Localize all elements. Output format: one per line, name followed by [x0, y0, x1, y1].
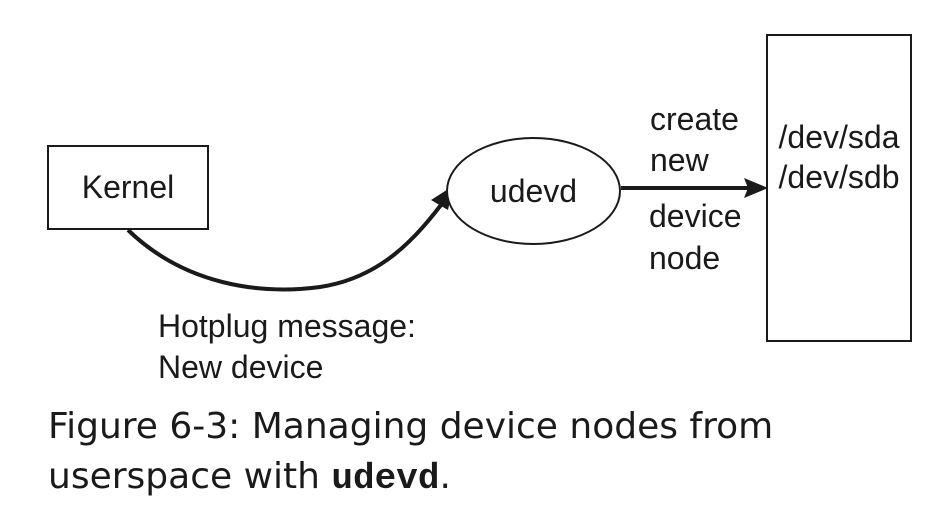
udevd-node: udevd — [446, 137, 621, 245]
edge-label-create: create — [650, 101, 739, 137]
dev-nodes-box: /dev/sda /dev/sdb — [766, 34, 912, 342]
caption-suffix: . — [439, 456, 451, 497]
create-node-arrowhead — [744, 178, 768, 198]
figure-caption: Figure 6-3: Managing device nodes from u… — [48, 402, 773, 504]
caption-code: udevd — [331, 458, 440, 499]
kernel-box: Kernel — [47, 145, 209, 230]
edge-label-new: new — [650, 142, 709, 178]
edge-label-node: node — [649, 240, 721, 276]
caption-line2-text: userspace with — [48, 456, 332, 497]
diagram-connectors — [126, 178, 768, 292]
caption-line1: Figure 6-3: Managing device nodes from — [48, 406, 774, 447]
dev-node-sda: /dev/sda — [778, 119, 900, 155]
hotplug-label-line1: Hotplug message: — [158, 308, 416, 344]
hotplug-label-line2: New device — [158, 349, 324, 385]
udevd-diagram: Kernel udevd /dev/sda /dev/sdb create ne… — [47, 34, 912, 385]
caption-line2: userspace with udevd. — [48, 452, 773, 504]
edge-label-device: device — [649, 198, 742, 234]
dev-node-sdb: /dev/sdb — [778, 159, 900, 195]
udevd-label: udevd — [489, 172, 578, 209]
kernel-label: Kernel — [81, 169, 175, 205]
hotplug-arrow — [126, 195, 449, 292]
